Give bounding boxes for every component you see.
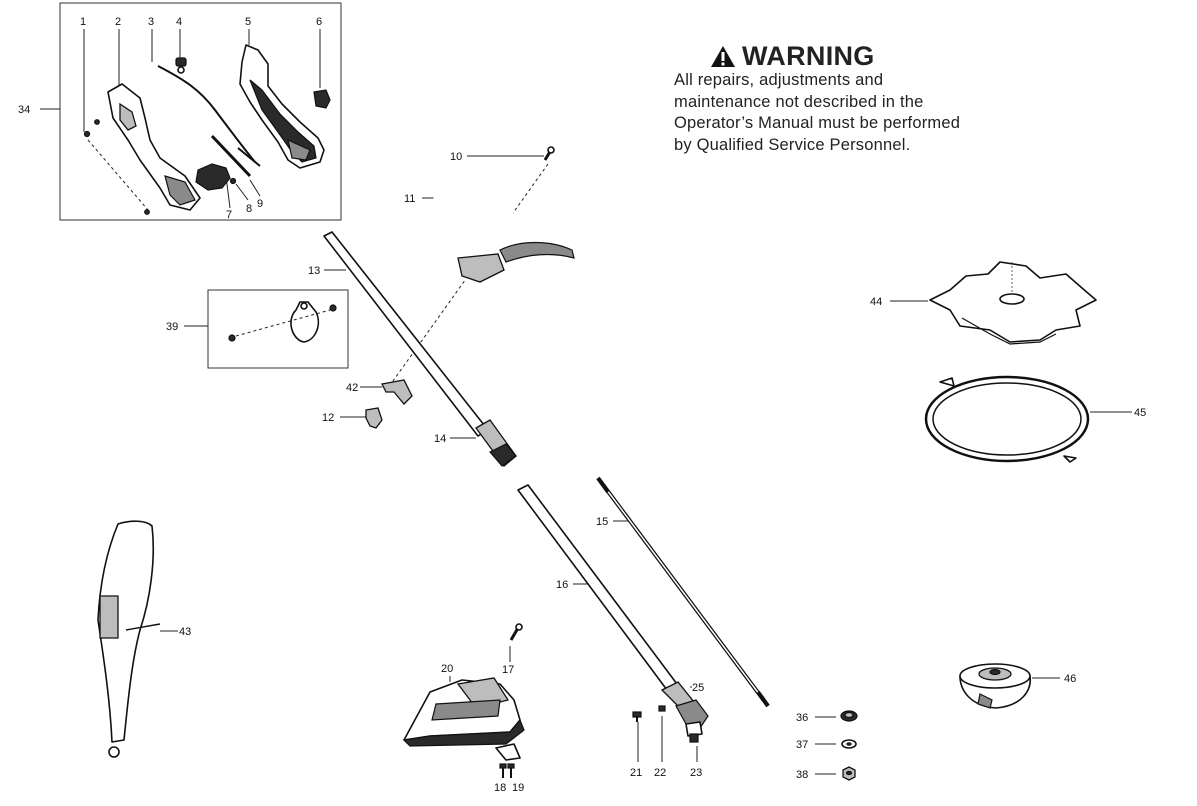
screw-part-21 [632,711,642,722]
screw-part-8 [229,177,237,185]
callout-20: 20 [441,663,453,675]
callout-44: 44 [870,296,882,308]
callout-12: 12 [322,412,334,424]
callout-6: 6 [316,16,322,28]
bracket-part-42 [381,379,413,405]
gearbox-part-25 [660,681,709,743]
coupler-part-14 [475,419,517,467]
screw-part-1 [83,119,100,138]
knob-part-12 [365,407,383,429]
warning-title: WARNING [742,41,875,71]
warning-notice: WARNING All repairs, adjustments and mai… [674,42,974,156]
screws-part-18-19 [499,763,515,778]
callout-11: 11 [404,193,415,205]
nut-part-38 [842,766,856,781]
callout-34: 34 [18,104,30,116]
callout-10: 10 [450,151,462,163]
washer-part-36 [840,710,858,722]
callout-36: 36 [796,712,808,724]
callout-9: 9 [257,198,263,210]
callout-37: 37 [796,739,808,751]
bolt-part-17 [509,623,523,641]
callout-25: 25 [692,682,704,694]
trigger-part-7 [195,163,231,191]
callout-17: 17 [502,664,514,676]
callout-18: 18 [494,782,506,794]
cable-end-part-4 [175,57,187,74]
callout-19: 19 [512,782,524,794]
grass-shield-part-20 [402,677,525,761]
drive-shaft-part-15 [596,476,770,708]
throttle-cable-part-3 [157,65,256,163]
callout-43: 43 [179,626,191,638]
callout-38: 38 [796,769,808,781]
callout-22: 22 [654,767,666,779]
switch-part-6 [313,89,331,109]
washer-part-37 [841,739,857,749]
callout-16: 16 [556,579,568,591]
callout-1: 1 [80,16,86,28]
handle-half-part-2 [107,83,201,211]
callout-5: 5 [245,16,251,28]
assist-handle-part-11 [429,186,575,283]
clamp-part-39 [228,301,337,343]
callout-46: 46 [1064,673,1076,685]
callout-15: 15 [596,516,608,528]
callout-2: 2 [115,16,121,28]
handle-housing-part-5 [239,44,325,169]
callout-45: 45 [1134,407,1146,419]
callout-39: 39 [166,321,178,333]
nut-part-22 [658,705,666,712]
guard-ring-part-45 [924,375,1090,463]
warning-text: All repairs, adjustments and maintenance… [674,71,961,154]
shoulder-strap-part-43 [97,520,161,758]
handle-assembly-inset-box [59,2,342,221]
callout-8: 8 [246,203,252,215]
callout-13: 13 [308,265,320,277]
clamp-inset-box [207,289,349,369]
callout-21: 21 [630,767,642,779]
callout-7: 7 [226,209,232,221]
callout-4: 4 [176,16,182,28]
callout-3: 3 [148,16,154,28]
trimmer-head-part-46 [959,663,1031,709]
callout-14: 14 [434,433,446,445]
callout-23: 23 [690,767,702,779]
blade-part-44 [929,261,1097,345]
warning-triangle-icon [711,45,735,67]
bolt-part-10 [543,146,555,161]
warning-heading: WARNING [710,42,974,70]
callout-42: 42 [346,382,358,394]
throttle-rod-part-9 [210,134,261,178]
